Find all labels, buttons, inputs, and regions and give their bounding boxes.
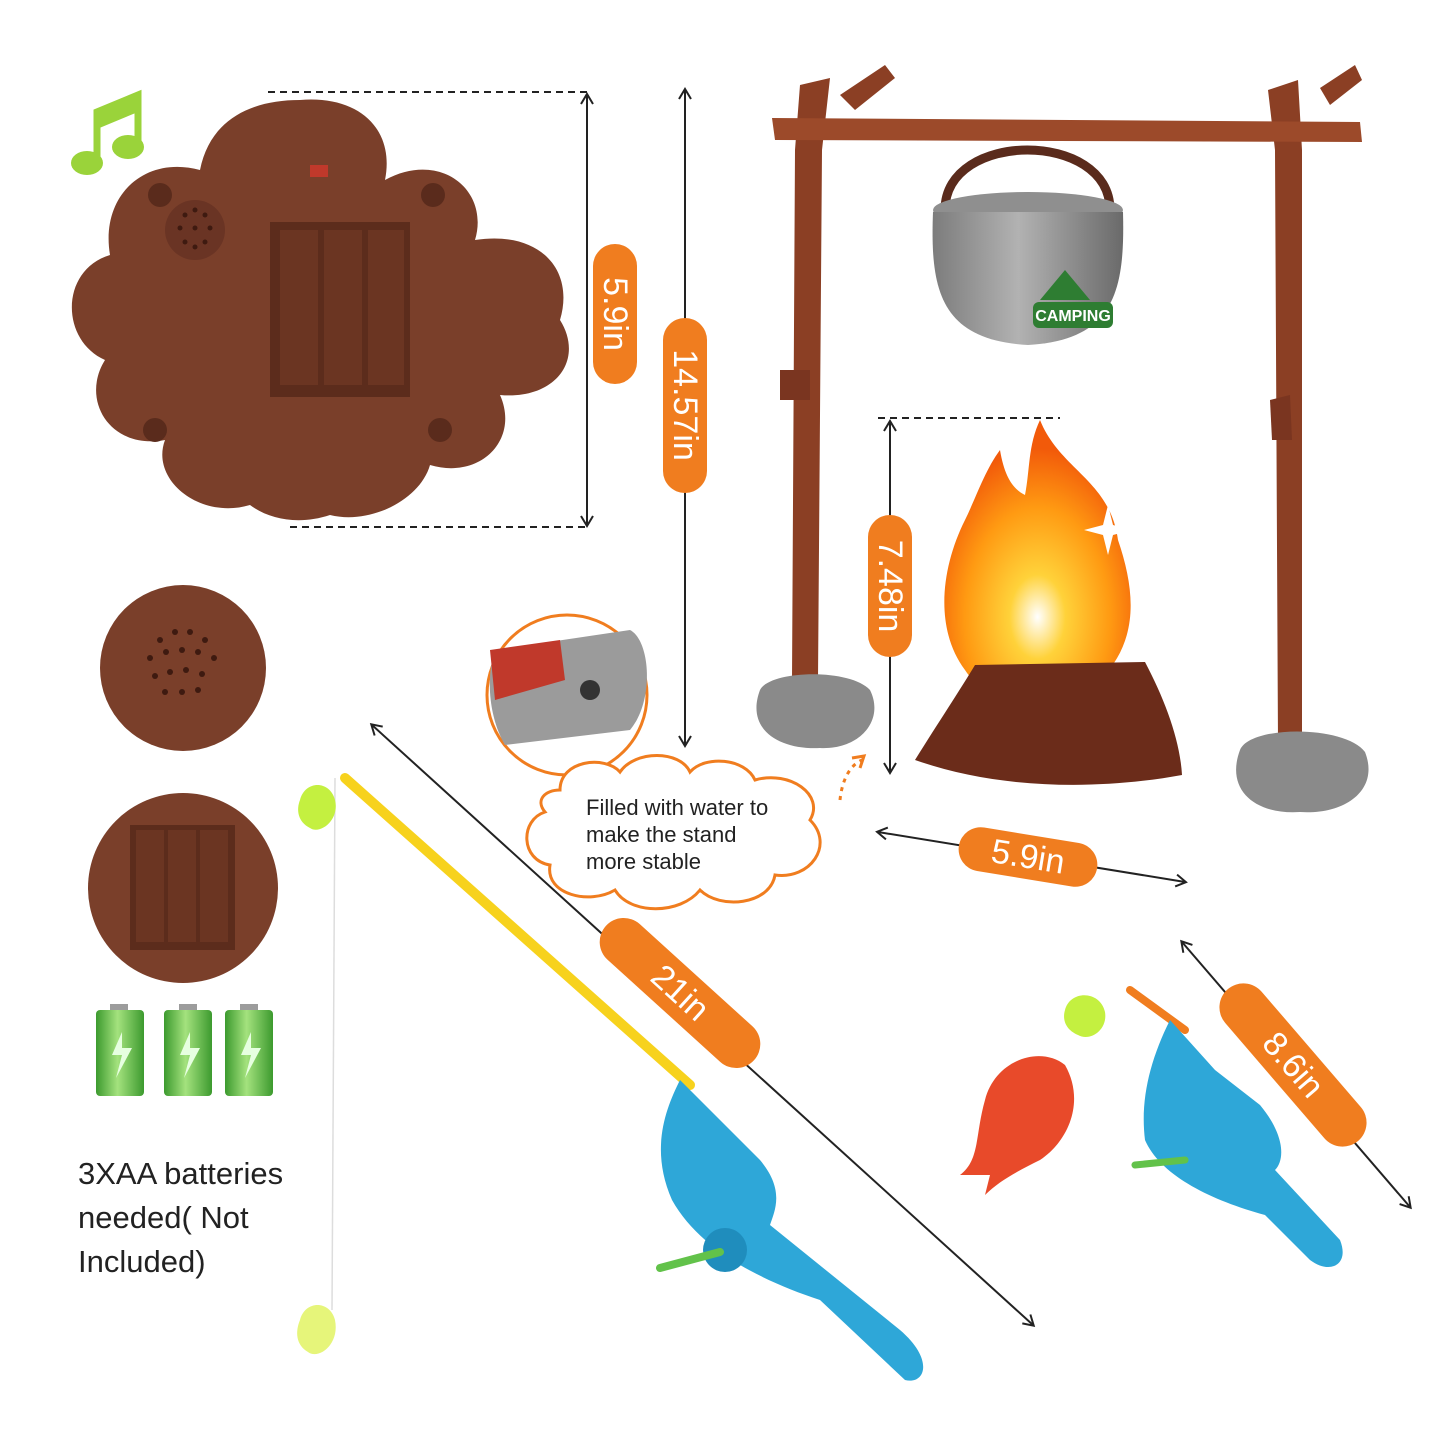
music-note-icon bbox=[71, 89, 144, 175]
camping-pot: CAMPING bbox=[932, 145, 1124, 345]
fire-width-dimension: 5.9in bbox=[875, 826, 1188, 888]
water-note-line3: more stable bbox=[586, 849, 701, 874]
battery-note-line3: Included) bbox=[78, 1244, 206, 1279]
long-rod-dimension: 21in bbox=[369, 723, 1036, 1327]
fire-height-dimension: 7.48in bbox=[868, 417, 1060, 775]
campfire-stand bbox=[756, 65, 1369, 813]
stand-height-label: 14.57in bbox=[666, 349, 704, 461]
speaker-base-bottom-view bbox=[71, 99, 569, 521]
fire-height-label: 7.48in bbox=[871, 540, 909, 633]
battery-note-line2: needed( Not bbox=[78, 1200, 249, 1235]
battery-note-line1: 3XAA batteries bbox=[78, 1156, 284, 1191]
red-fish-toy bbox=[960, 1056, 1075, 1195]
stand-height-dimension: 14.57in bbox=[663, 87, 707, 748]
aa-battery-icon bbox=[96, 1004, 273, 1096]
short-fishing-rod bbox=[1064, 986, 1343, 1268]
campfire-log-base bbox=[915, 662, 1182, 785]
water-note-line1: Filled with water to bbox=[586, 795, 768, 820]
speaker-closeup bbox=[100, 585, 266, 751]
campfire-flame bbox=[944, 420, 1132, 702]
water-note-callout: Filled with water to make the stand more… bbox=[525, 754, 867, 911]
base-height-label: 5.9in bbox=[596, 277, 634, 351]
base-height-dimension: 5.9in bbox=[268, 91, 637, 528]
battery-compartment-closeup bbox=[88, 793, 278, 983]
pot-logo-text: CAMPING bbox=[1035, 308, 1111, 325]
water-note-line2: make the stand bbox=[586, 822, 736, 847]
water-tank-closeup bbox=[485, 613, 649, 777]
battery-requirement-note: 3XAA batteries needed( Not Included) bbox=[78, 1152, 358, 1284]
